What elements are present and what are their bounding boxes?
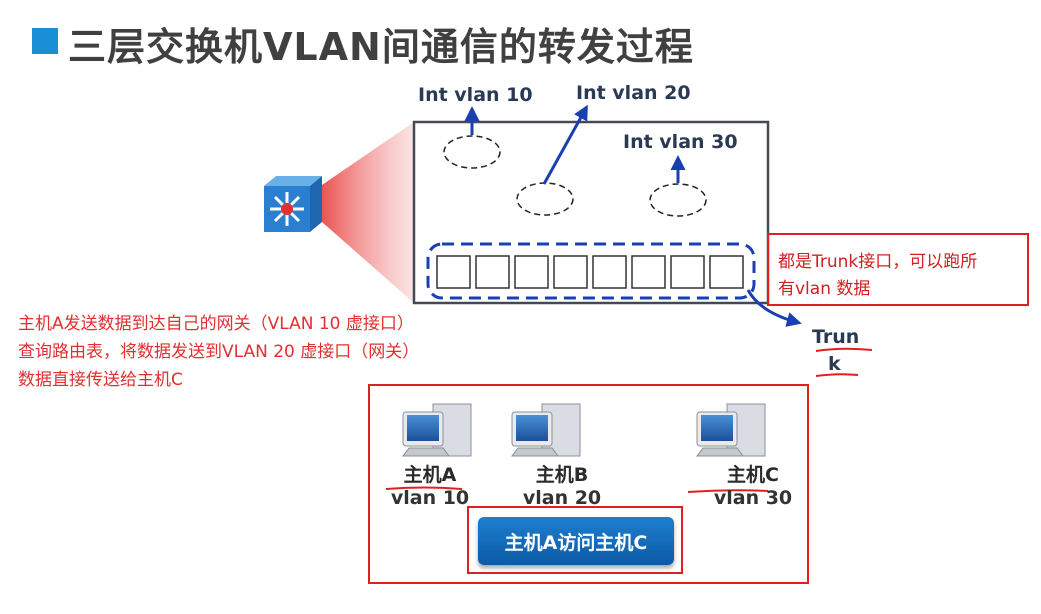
port-6 (631, 255, 666, 289)
host-vlan: vlan 30 (713, 487, 793, 509)
svi-label-vlan10: Int vlan 10 (418, 84, 533, 106)
host-a-underline (385, 486, 463, 490)
trunk-label-line: Trun (812, 326, 860, 348)
trunk-note-line: 有vlan 数据 (778, 279, 871, 299)
host-a-access-host-c-button[interactable]: 主机A访问主机C (478, 517, 674, 565)
trunk-underline-1 (815, 347, 873, 352)
trunk-label: Trun k (812, 324, 859, 378)
port-2 (475, 255, 510, 289)
switch-icon (264, 176, 322, 232)
port-3 (514, 255, 549, 289)
hosts-box (368, 384, 809, 584)
trunk-note: 都是Trunk接口，可以跑所 有vlan 数据 (778, 249, 977, 303)
process-note-line: 查询路由表，将数据发送到VLAN 20 虚接口（网关） (18, 342, 420, 362)
arrow-trunk (746, 289, 802, 327)
page-title: 三层交换机VLAN间通信的转发过程 (68, 25, 694, 69)
computer-icon (696, 403, 766, 457)
host-name: 主机C (727, 464, 779, 486)
svi-vlan10-ellipse (443, 135, 501, 169)
host-vlan: vlan 10 (390, 487, 470, 509)
port-4 (553, 255, 588, 289)
switch-ports (436, 255, 744, 289)
port-8 (709, 255, 744, 289)
trunk-note-line: 都是Trunk接口，可以跑所 (778, 252, 978, 272)
computer-icon (511, 403, 581, 457)
host-a: 主机A vlan 10 (380, 460, 480, 509)
svi-vlan30-ellipse (649, 183, 707, 217)
svi-label-vlan20: Int vlan 20 (576, 82, 691, 104)
trunk-note-box (767, 233, 1029, 306)
host-name: 主机A (403, 464, 457, 486)
trunk-underline-2 (815, 373, 859, 377)
host-c: 主机C vlan 30 (703, 460, 803, 509)
arrow-vlan20 (542, 104, 588, 185)
zoom-beam (322, 122, 414, 303)
port-1 (436, 255, 471, 289)
access-button-box (467, 506, 683, 574)
host-vlan: vlan 20 (522, 487, 602, 509)
port-group-outline (426, 242, 756, 300)
port-7 (670, 255, 705, 289)
title-bullet (32, 28, 58, 54)
port-5 (592, 255, 627, 289)
host-c-underline (687, 489, 769, 493)
svi-label-vlan30: Int vlan 30 (623, 131, 738, 153)
process-note-line: 主机A发送数据到达自己的网关（VLAN 10 虚接口） (18, 314, 414, 334)
process-notes: 主机A发送数据到达自己的网关（VLAN 10 虚接口） 查询路由表，将数据发送到… (18, 310, 419, 394)
computer-icon (402, 403, 472, 457)
switch-detail-box (412, 120, 770, 305)
process-note-line: 数据直接传送给主机C (18, 370, 183, 390)
trunk-label-line: k (828, 353, 841, 375)
host-b: 主机B vlan 20 (512, 460, 612, 509)
host-name: 主机B (535, 464, 589, 486)
